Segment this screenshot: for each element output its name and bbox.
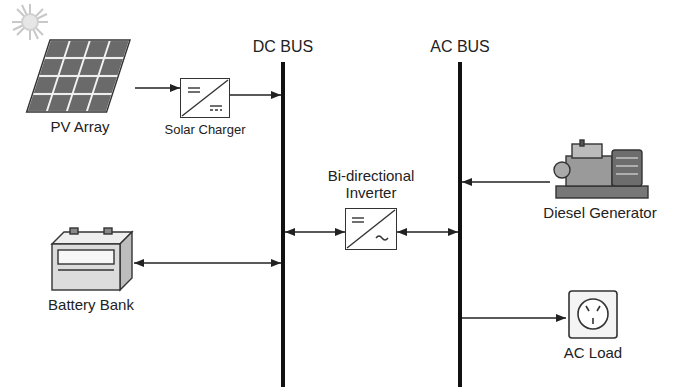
node-label: AC BUS — [430, 38, 490, 56]
node-label: DC BUS — [253, 38, 313, 56]
pv-panel-icon — [27, 40, 130, 112]
node-label: PV Array — [50, 118, 109, 135]
battery-bank: Battery Bank — [48, 228, 134, 292]
node-label: AC Load — [564, 344, 622, 361]
power-flow-arrow — [462, 181, 550, 182]
ac-load: AC Load — [566, 290, 620, 340]
power-flow-arrow — [135, 87, 180, 88]
power-flow-arrow — [462, 317, 566, 318]
sun-icon — [12, 4, 48, 40]
node-label: Diesel Generator — [543, 204, 656, 221]
battery-icon — [52, 228, 132, 290]
diesel-generator: Diesel Generator — [550, 138, 650, 200]
power-flow-arrow — [285, 231, 345, 232]
node-label: Battery Bank — [48, 296, 134, 313]
dc-dc-symbol — [182, 80, 228, 116]
ac-bus-bar: AC BUS — [458, 62, 462, 387]
inverter-box: Bi-directional Inverter — [345, 208, 397, 250]
power-flow-arrow — [397, 231, 458, 232]
dc-bus-bar: DC BUS — [281, 62, 285, 387]
converter-box: Solar Charger — [180, 78, 230, 118]
pv-array: PV Array — [25, 38, 135, 114]
diesel-generator-icon — [554, 140, 648, 198]
power-flow-arrow — [230, 94, 281, 95]
socket-icon — [569, 291, 617, 338]
power-flow-arrow — [134, 262, 281, 263]
inverter-symbol — [347, 210, 395, 248]
node-label: Bi-directional Inverter — [315, 167, 427, 202]
node-label: Solar Charger — [165, 123, 246, 138]
